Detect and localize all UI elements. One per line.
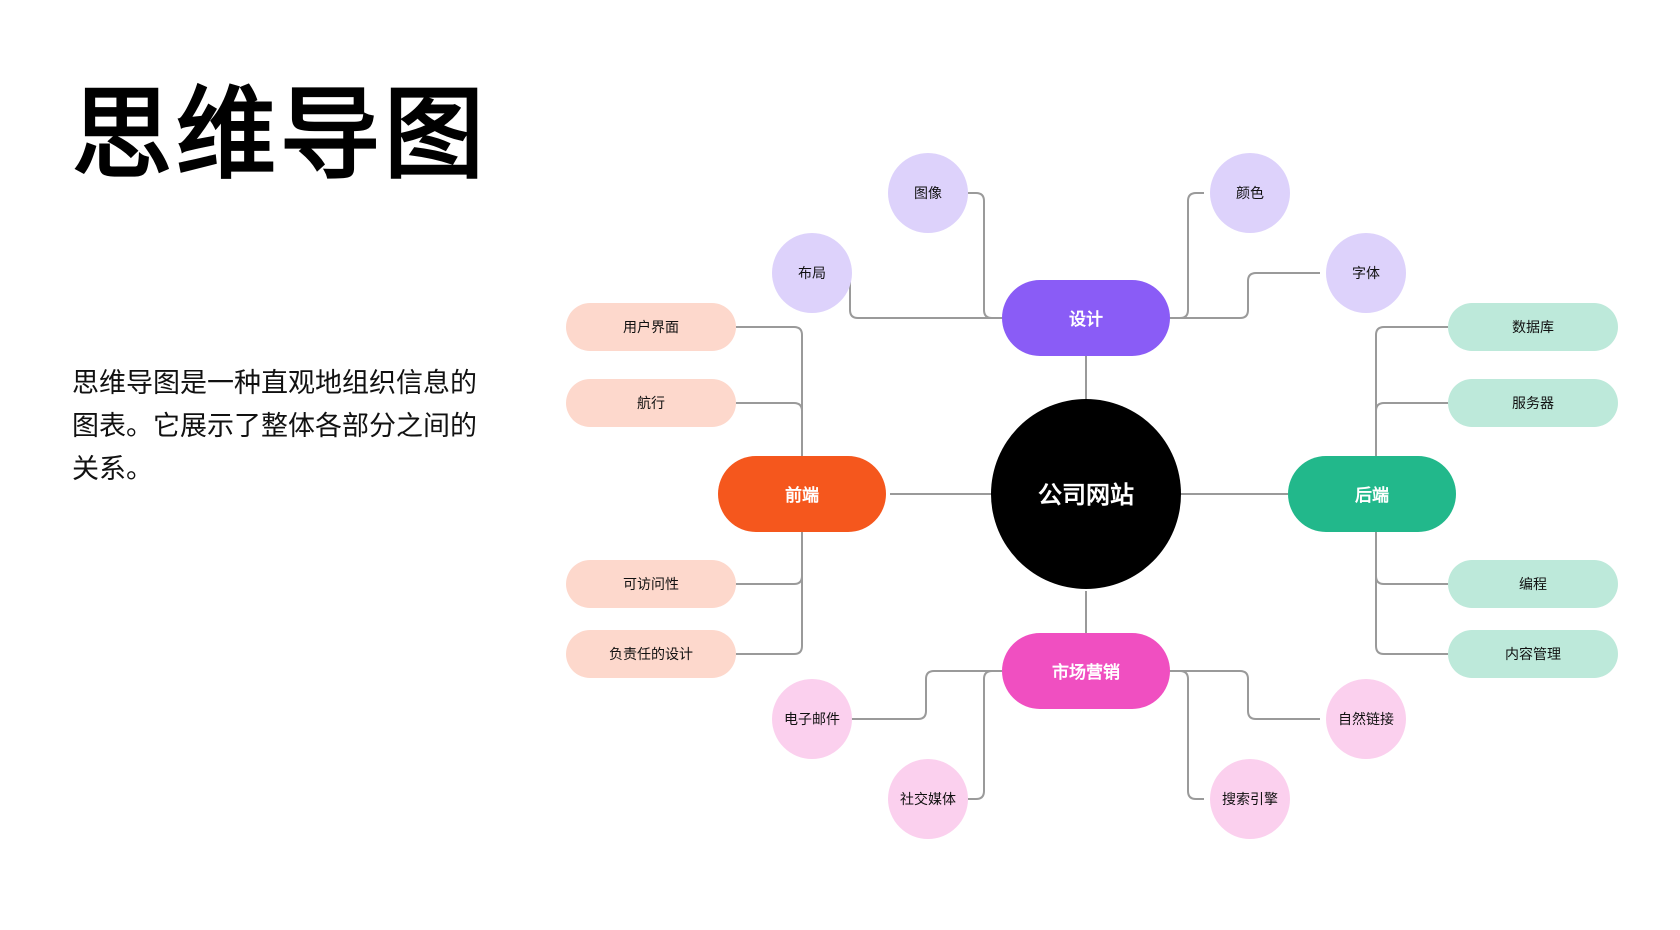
leaf-backend-cms: 内容管理	[1448, 630, 1618, 678]
branch-backend: 后端	[1288, 456, 1456, 532]
connector-marketing-seo-link	[1168, 670, 1320, 720]
leaf-label: 服务器	[1512, 396, 1554, 412]
branch-design: 设计	[1002, 280, 1170, 356]
connector-frontend-responsive	[736, 530, 803, 655]
leaf-marketing-social: 社交媒体	[888, 759, 968, 839]
branch-backend-label: 后端	[1355, 485, 1389, 506]
leaf-design-image: 图像	[888, 153, 968, 233]
leaf-frontend-nav: 航行	[566, 379, 736, 427]
connector-design-color	[1168, 192, 1204, 319]
leaf-design-font: 字体	[1326, 233, 1406, 313]
branch-frontend: 前端	[718, 456, 886, 532]
leaf-frontend-a11y: 可访问性	[566, 560, 736, 608]
page-title: 思维导图	[72, 76, 488, 193]
leaf-label: 负责任的设计	[609, 647, 693, 663]
leaf-label: 搜索引擎	[1222, 791, 1278, 808]
branch-marketing-label: 市场营销	[1052, 662, 1120, 683]
leaf-label: 内容管理	[1505, 646, 1561, 663]
leaf-marketing-email: 电子邮件	[772, 679, 852, 759]
connector-frontend-a11y	[736, 530, 803, 585]
connectors	[736, 192, 1448, 800]
connector-design-image	[968, 192, 1004, 319]
leaf-frontend-responsive: 负责任的设计	[566, 630, 736, 678]
connector-frontend-nav	[736, 402, 803, 460]
leaf-backend-server: 服务器	[1448, 379, 1618, 427]
branch-design-label: 设计	[1069, 309, 1103, 330]
leaf-design-layout: 布局	[772, 233, 852, 313]
connector-design-layout	[849, 281, 1004, 319]
branch-frontend-label: 前端	[785, 485, 819, 506]
leaf-design-color: 颜色	[1210, 153, 1290, 233]
connector-marketing-social	[968, 670, 1004, 800]
connector-backend-server	[1375, 402, 1448, 460]
leaf-backend-coding: 编程	[1448, 560, 1618, 608]
center-node-label: 公司网站	[1038, 481, 1134, 509]
connector-design-font	[1168, 272, 1320, 319]
page-description: 思维导图是一种直观地组织信息的图表。它展示了整体各部分之间的关系。	[72, 368, 477, 485]
connector-backend-cms	[1375, 530, 1448, 655]
leaf-label: 布局	[798, 266, 826, 282]
leaf-frontend-ui: 用户界面	[566, 303, 736, 351]
leaf-label: 可访问性	[623, 577, 679, 593]
leaf-marketing-seo-link: 自然链接	[1326, 679, 1406, 759]
leaf-label: 数据库	[1512, 320, 1554, 336]
center-node: 公司网站	[991, 399, 1181, 589]
leaf-label: 用户界面	[623, 319, 679, 336]
connector-marketing-email	[850, 670, 1004, 720]
leaf-label: 图像	[914, 186, 942, 202]
leaf-label: 颜色	[1236, 185, 1264, 202]
branch-marketing: 市场营销	[1002, 633, 1170, 709]
leaf-backend-db: 数据库	[1448, 303, 1618, 351]
connector-marketing-search	[1168, 670, 1204, 800]
leaf-label: 社交媒体	[900, 791, 956, 808]
leaf-label: 电子邮件	[784, 712, 840, 728]
leaf-label: 航行	[637, 396, 665, 412]
connector-backend-db	[1375, 326, 1448, 460]
leaf-marketing-search: 搜索引擎	[1210, 759, 1290, 839]
leaf-label: 自然链接	[1338, 711, 1394, 728]
leaf-label: 字体	[1352, 266, 1380, 282]
connector-backend-coding	[1375, 530, 1448, 585]
connector-frontend-ui	[736, 326, 803, 460]
leaf-label: 编程	[1519, 577, 1547, 593]
